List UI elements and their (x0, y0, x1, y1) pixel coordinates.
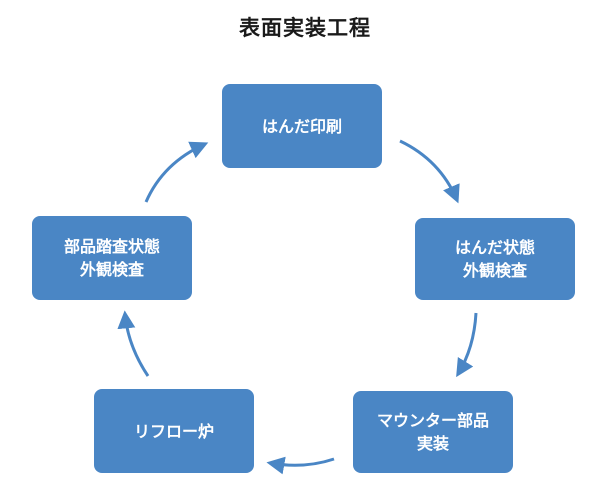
step-label-line: 部品踏査状態 (63, 237, 160, 256)
step-label-line: マウンター部品 (376, 411, 489, 430)
step-solder-printing: はんだ印刷 (222, 84, 382, 168)
step-solder-inspection: はんだ状態 外観検査 (415, 218, 575, 300)
step-reflow-oven: リフロー炉 (94, 389, 254, 473)
step-label-line: はんだ印刷 (261, 116, 342, 136)
arrow-step1-to-step2 (399, 139, 460, 204)
step-label-line: リフロー炉 (133, 421, 214, 441)
step-label-line: はんだ状態 (454, 238, 535, 257)
arrow-step5-to-step1 (144, 141, 209, 203)
step-mounter-placement: マウンター部品 実装 (353, 391, 513, 473)
step-label-line: 実装 (416, 434, 449, 453)
arrow-step2-to-step3 (456, 312, 478, 378)
step-label-line: 外観検査 (79, 260, 144, 279)
arrow-step4-to-step5 (117, 310, 150, 377)
arrow-step3-to-step4 (266, 456, 335, 475)
step-component-inspection: 部品踏査状態 外観検査 (32, 216, 192, 300)
step-label-line: 外観検査 (462, 261, 527, 280)
diagram-title: 表面実装工程 (239, 16, 371, 40)
